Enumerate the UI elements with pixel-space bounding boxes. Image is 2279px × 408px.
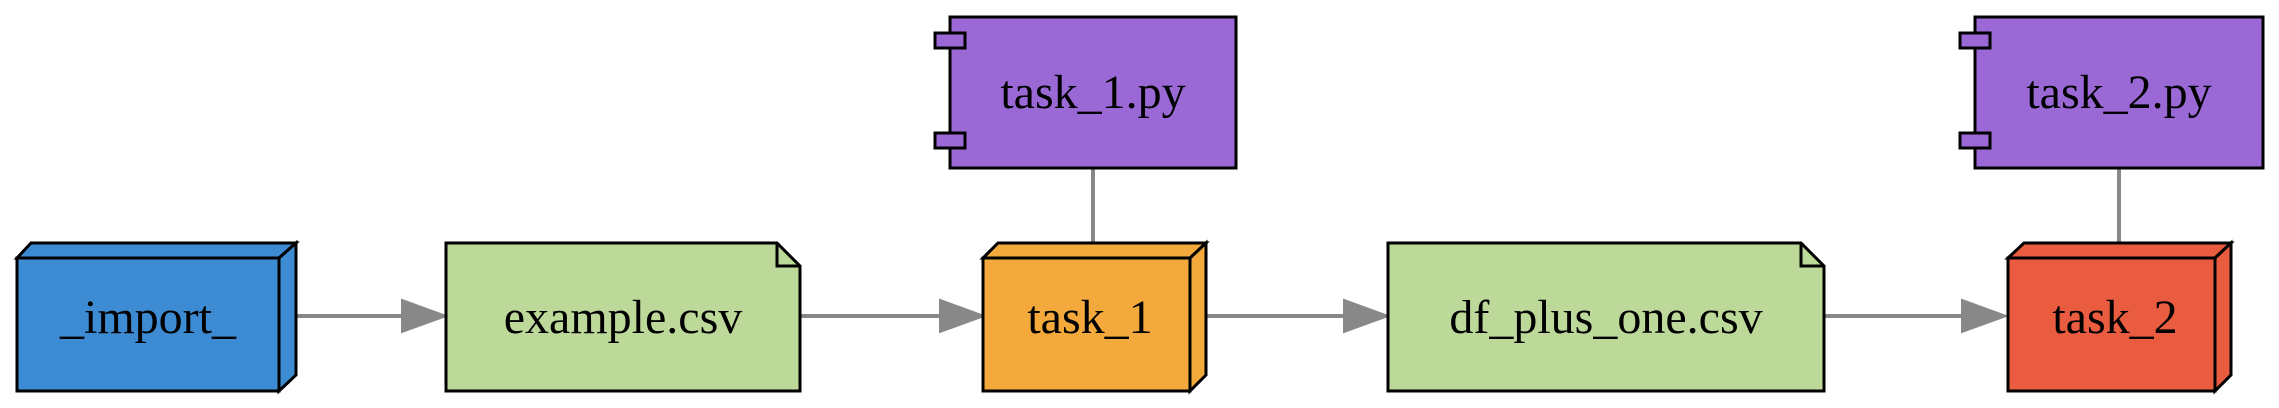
node-df-plus-one-csv-body (1386, 241, 1826, 393)
node-example-csv-fold (775, 243, 800, 268)
node-task-2-py-body (1973, 15, 2265, 170)
node-import: _import_ (13, 239, 300, 395)
node-task-2-py-label: task_2.py (2026, 66, 2211, 119)
node-df-plus-one-csv: df_plus_one.csv (1386, 241, 1826, 393)
node-task-1-py-body (948, 15, 1238, 170)
node-example-csv: example.csv (444, 241, 802, 393)
node-import-side-face (277, 239, 298, 395)
node-task-2: task_2 (2004, 239, 2235, 395)
node-task-1-py-label: task_1.py (1000, 66, 1185, 119)
edge-task-1-to-df-plus-one-csv (1206, 298, 1391, 334)
node-import-label: _import_ (59, 291, 237, 344)
node-task-2-label: task_2 (2052, 291, 2177, 344)
node-df-plus-one-csv-fold (1799, 243, 1824, 268)
node-task-2-py-port-bottom (1958, 131, 1992, 150)
node-import-top-face (13, 241, 300, 260)
node-task-2-top-face (2004, 241, 2235, 260)
node-task-2-py: task_2.py (1958, 15, 2265, 170)
edge-df-plus-one-csv-to-task-2 (1824, 298, 2009, 334)
edges (296, 168, 2121, 334)
node-example-csv-body (444, 241, 802, 393)
node-task-1-front-face (981, 256, 1192, 393)
node-task-1-side-face (1188, 239, 1208, 395)
edge-import-to-example-csv (296, 298, 449, 334)
edge-example-csv-to-task-1 (800, 298, 987, 334)
node-import-front-face (15, 256, 281, 393)
node-task-1-label: task_1 (1027, 291, 1152, 344)
node-example-csv-label: example.csv (504, 291, 743, 344)
node-task-1: task_1 (979, 239, 1210, 395)
node-df-plus-one-csv-label: df_plus_one.csv (1449, 291, 1762, 344)
node-task-1-py-port-top (933, 31, 967, 50)
node-task-2-py-port-top (1958, 31, 1992, 50)
node-task-1-py: task_1.py (933, 15, 1238, 170)
node-task-1-py-port-bottom (933, 131, 967, 150)
node-task-2-front-face (2006, 256, 2217, 393)
node-task-2-side-face (2213, 239, 2233, 395)
node-task-1-top-face (979, 241, 1210, 260)
